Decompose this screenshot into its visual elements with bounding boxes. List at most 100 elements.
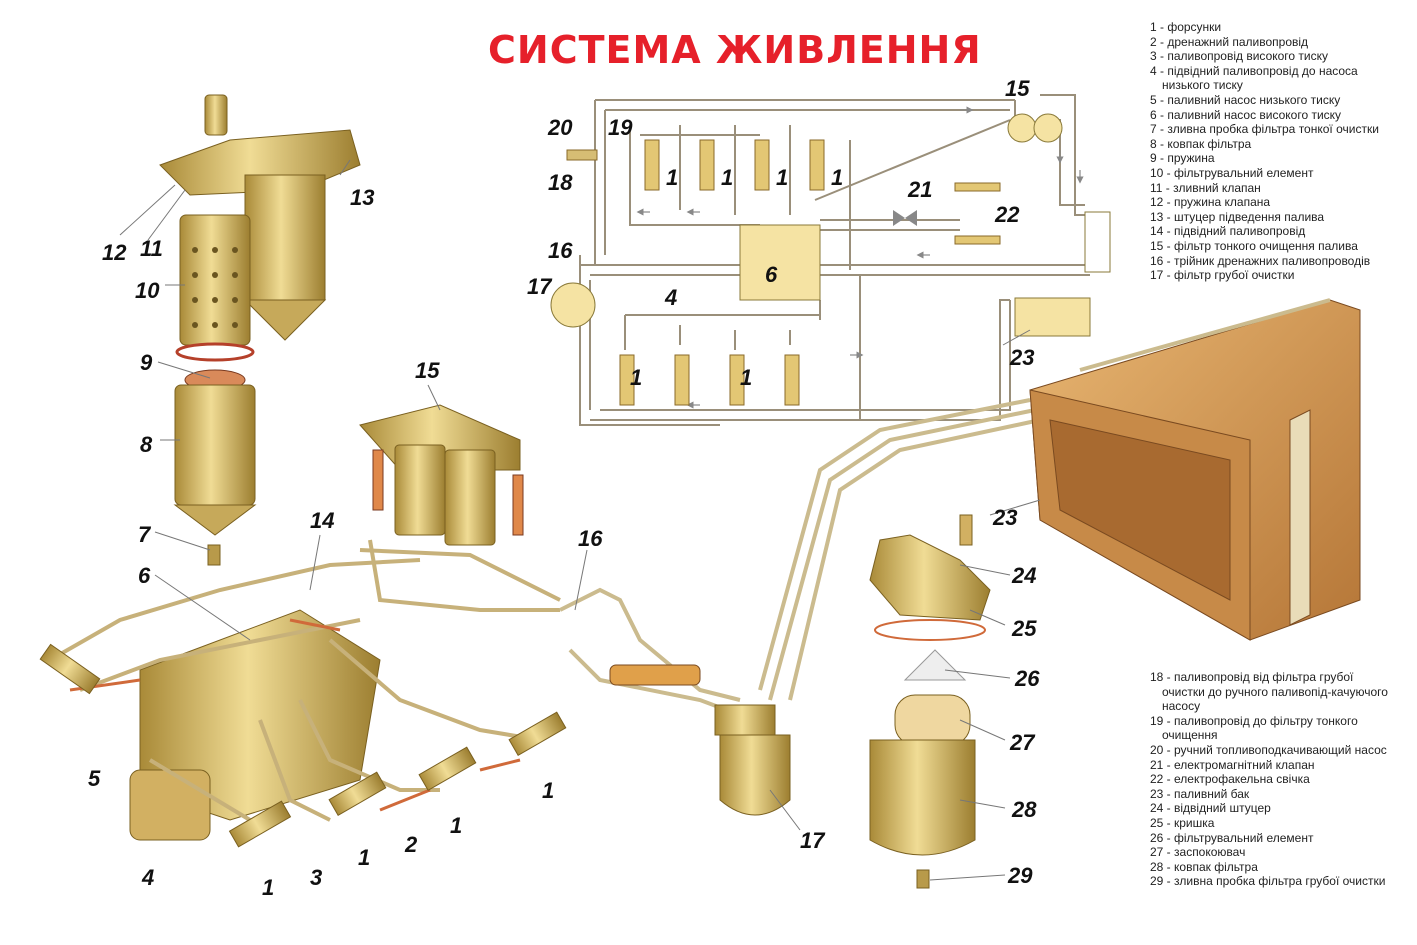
legend-item: 26 - фільтрувальний елемент <box>1150 830 1314 845</box>
legend-item: 25 - кришка <box>1150 815 1215 830</box>
callout-2: 2 <box>404 832 418 857</box>
schematic-components <box>550 113 1111 406</box>
callout-26: 26 <box>1014 666 1040 691</box>
schematic-filter-15a <box>1007 113 1037 143</box>
callout-17b: 17 <box>527 274 553 299</box>
callout-13: 13 <box>350 185 374 210</box>
inline-filter <box>609 664 701 686</box>
schematic-injector <box>784 354 800 406</box>
callout-1a: 1 <box>262 875 274 900</box>
schematic-filter-17 <box>550 282 596 328</box>
schematic-injector <box>619 354 635 406</box>
callout-1d: 1 <box>542 778 554 803</box>
callout-6b: 6 <box>765 262 778 287</box>
callouts: 13 12 11 10 9 8 7 6 5 4 1 3 1 2 1 1 14 1… <box>88 76 1040 900</box>
schematic-glow-plug <box>954 182 1001 192</box>
callout-1b: 1 <box>358 845 370 870</box>
legend-item: 28 - ковпак фільтра <box>1150 859 1258 874</box>
callout-21: 21 <box>907 177 932 202</box>
schematic-tank-23 <box>1014 297 1091 337</box>
callout-1i: 1 <box>630 365 642 390</box>
callout-28: 28 <box>1011 797 1037 822</box>
callout-16a: 16 <box>578 526 603 551</box>
schematic-injector <box>699 139 715 191</box>
schematic-injector <box>674 354 690 406</box>
schematic-pump-6 <box>739 224 821 301</box>
callout-14: 14 <box>310 508 334 533</box>
legend-item: 29 - зливна пробка фільтра грубої очистк… <box>1150 874 1386 889</box>
legend-item: 10 - фільтрувальний елемент <box>1150 165 1314 180</box>
legend-item: 24 - відвідний штуцер <box>1150 801 1271 816</box>
fine-filter-15 <box>359 404 524 546</box>
legend-item: 7 - зливна пробка фільтра тонкої очистки <box>1150 122 1379 137</box>
schematic-glow-plug <box>954 235 1001 245</box>
legend-item: 9 - пружина <box>1150 151 1215 166</box>
fine-filter-exploded <box>159 94 361 566</box>
legend-item: 3 - паливопровід високого тиску <box>1150 49 1329 64</box>
injection-pump-assembly <box>39 539 567 848</box>
legend-item: 12 - пружина клапана <box>1150 195 1271 210</box>
legend-item: 21 - електромагнітний клапан <box>1150 757 1315 772</box>
fuel-lines <box>559 398 1041 717</box>
callout-22: 22 <box>994 202 1020 227</box>
diagram-title: СИСТЕМА ЖИВЛЕННЯ <box>488 28 982 72</box>
legend-item: 15 - фільтр тонкого очищення палива <box>1150 238 1358 253</box>
callout-1h: 1 <box>831 165 843 190</box>
callout-10: 10 <box>135 278 160 303</box>
callout-1c: 1 <box>450 813 462 838</box>
callout-1e: 1 <box>666 165 678 190</box>
legend-item: 19 - паливопровід до фільтру тонкого очи… <box>1150 713 1362 743</box>
callout-5: 5 <box>88 766 101 791</box>
callout-12: 12 <box>102 240 127 265</box>
legend-item: 1 - форсунки <box>1150 20 1222 34</box>
legend-item: 20 - ручний топливоподкачивающий насос <box>1150 742 1387 757</box>
legend-item: 23 - паливний бак <box>1150 786 1250 801</box>
callout-7: 7 <box>138 522 152 547</box>
legend-item: 13 - штуцер підведення палива <box>1150 209 1325 224</box>
callout-15a: 15 <box>415 358 440 383</box>
schematic-injector <box>754 139 770 191</box>
callout-25: 25 <box>1011 616 1037 641</box>
callout-8: 8 <box>140 432 153 457</box>
callout-16b: 16 <box>548 238 573 263</box>
callout-29: 29 <box>1007 863 1033 888</box>
leader-lines <box>119 159 1041 881</box>
coarse-filter-exploded <box>869 514 991 889</box>
legend-item: 14 - підвідний паливопровід <box>1150 224 1306 239</box>
callout-6: 6 <box>138 563 151 588</box>
fuel-tank-23 <box>1029 298 1361 641</box>
callout-15b: 15 <box>1005 76 1030 101</box>
legend-item: 16 - трійник дренажних паливопроводів <box>1150 253 1371 268</box>
legend-item: 6 - паливний насос високого тиску <box>1150 107 1342 122</box>
legend-item: 8 - ковпак фільтра <box>1150 136 1252 151</box>
legend-item: 18 - паливопровід від фільтра грубої очи… <box>1150 670 1392 714</box>
flow-arrows <box>636 106 1084 409</box>
callout-20: 20 <box>547 115 573 140</box>
callout-4: 4 <box>141 865 154 890</box>
legend-item: 5 - паливний насос низького тиску <box>1150 92 1341 107</box>
callout-11: 11 <box>140 236 163 261</box>
callout-18: 18 <box>548 170 573 195</box>
callout-24: 24 <box>1011 563 1036 588</box>
callout-23b: 23 <box>992 505 1017 530</box>
callout-23a: 23 <box>1009 345 1034 370</box>
legend-item: 22 - електрофакельна свічка <box>1150 772 1310 787</box>
schematic-injector <box>729 354 745 406</box>
callout-4b: 4 <box>664 285 677 310</box>
callout-27: 27 <box>1009 730 1036 755</box>
schematic-filter <box>1084 211 1111 273</box>
legend-item: 11 - зливний клапан <box>1150 180 1261 195</box>
schematic-injector <box>644 139 660 191</box>
legend-item: 2 - дренажний паливопровід <box>1150 34 1309 49</box>
schematic-hand-pump-20 <box>566 149 598 161</box>
callout-9: 9 <box>140 350 153 375</box>
coarse-filter-17 <box>714 704 791 816</box>
legend-bottom: 18 - паливопровід від фільтра грубої очи… <box>1150 670 1395 889</box>
schematic-injector <box>809 139 825 191</box>
callout-17a: 17 <box>800 828 826 853</box>
callout-1f: 1 <box>721 165 733 190</box>
legend-item: 17 - фільтр грубої очистки <box>1150 268 1295 283</box>
legend-item: 27 - заспокоювач <box>1150 845 1246 860</box>
callout-19: 19 <box>608 115 633 140</box>
